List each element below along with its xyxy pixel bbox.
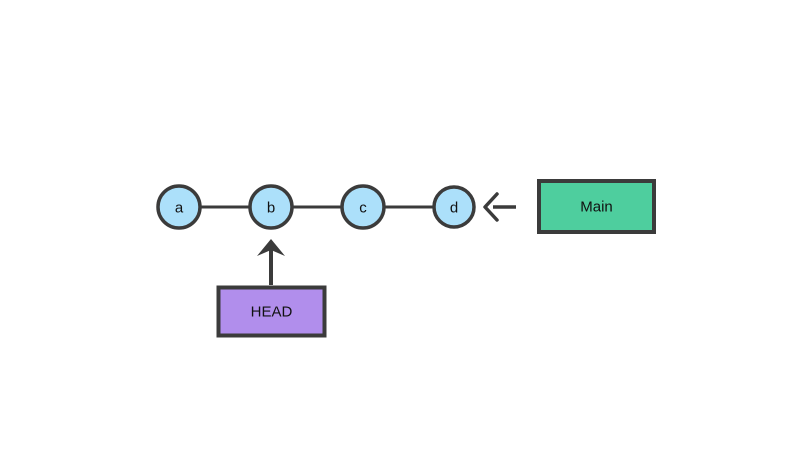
commit-label-c: c: [359, 200, 367, 217]
commit-label-d: d: [450, 200, 458, 217]
commit-node-a[interactable]: a: [156, 184, 202, 230]
commit-node-c[interactable]: c: [340, 184, 386, 230]
commit-circle-c[interactable]: [340, 184, 386, 230]
branch-box-rect[interactable]: [537, 179, 656, 234]
commit-label-a: a: [175, 200, 184, 217]
commit-circle-a[interactable]: [156, 184, 202, 230]
commit-label-b: b: [267, 200, 275, 217]
commit-circle-d[interactable]: [432, 185, 476, 229]
branch-box-main[interactable]: Main: [537, 179, 656, 234]
commit-circle-b[interactable]: [248, 184, 294, 230]
commit-node-b[interactable]: b: [248, 184, 294, 230]
branch-arrow-head: [483, 192, 499, 222]
head-arrow-head: [257, 239, 285, 256]
branch-box-label: Main: [580, 199, 613, 216]
head-box[interactable]: HEAD: [216, 285, 327, 338]
head-arrow-icon: [257, 239, 285, 285]
branch-arrow-icon: [483, 192, 516, 222]
head-box-rect[interactable]: [216, 285, 327, 338]
head-box-label: HEAD: [251, 304, 293, 321]
commit-node-d[interactable]: d: [432, 185, 476, 229]
